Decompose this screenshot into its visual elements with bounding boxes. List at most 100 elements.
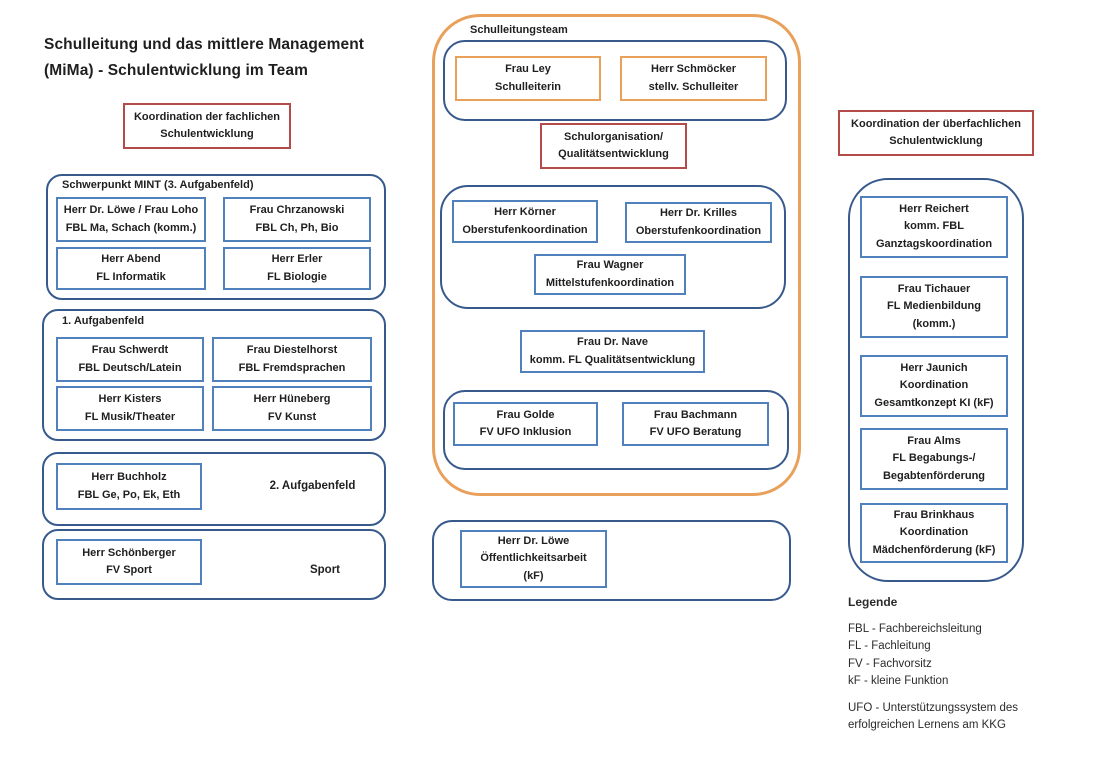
person-name: Herr Buchholz xyxy=(91,471,167,483)
person-box-golde: Frau Golde FV UFO Inklusion xyxy=(453,402,598,446)
person-role: FL Begabungs-/ xyxy=(892,452,976,465)
legend-title: Legende xyxy=(848,595,898,609)
person-box-bachmann: Frau Bachmann FV UFO Beratung xyxy=(622,402,769,446)
person-name: Herr Dr. Krilles xyxy=(659,207,738,219)
person-name: Herr Körner xyxy=(494,206,556,218)
person-box-alms: Frau Alms FL Begabungs-/ Begabtenförderu… xyxy=(860,428,1008,490)
person-box-koerner: Herr Körner Oberstufenkoordination xyxy=(452,200,598,243)
person-name: Herr Hüneberg xyxy=(253,393,331,405)
legend-ufo-line2: erfolgreichen Lernens am KKG xyxy=(848,719,1006,731)
person-box-reichert: Herr Reichert komm. FBL Ganztagskoordina… xyxy=(860,196,1008,258)
person-box-chrzanowski: Frau Chrzanowski FBL Ch, Ph, Bio xyxy=(223,197,371,242)
mint-title: Schwerpunkt MINT (3. Aufgabenfeld) xyxy=(62,179,254,191)
person-role: FBL Deutsch/Latein xyxy=(78,361,182,374)
person-role: FV UFO Inklusion xyxy=(479,426,572,438)
person-role: FBL Ma, Schach (komm.) xyxy=(65,221,197,234)
person-role-detail: Gesamtkonzept KI (kF) xyxy=(874,396,994,409)
person-role: Koordination xyxy=(899,379,969,392)
person-role: Koordination xyxy=(899,526,969,539)
person-role: FL Medienbildung xyxy=(887,300,981,313)
legend-item-fl: FL - Fachleitung xyxy=(848,640,931,652)
person-name: Frau Alms xyxy=(907,434,961,447)
person-role: FV Kunst xyxy=(267,410,317,423)
person-role: Oberstufenkoordination xyxy=(635,224,762,237)
person-role: FL Informatik xyxy=(96,270,166,283)
person-role-detail: Mädchenförderung (kF) xyxy=(872,543,996,556)
left-header-line1: Koordination der fachlichen xyxy=(133,110,281,123)
person-role: FBL Ge, Po, Ek, Eth xyxy=(77,488,181,501)
schulleitungsteam-label: Schulleitungsteam xyxy=(470,24,568,36)
person-role: FBL Fremdsprachen xyxy=(238,361,346,374)
person-name: Frau Brinkhaus xyxy=(893,508,975,521)
person-name: Herr Kisters xyxy=(98,393,162,405)
person-box-schwerdt: Frau Schwerdt FBL Deutsch/Latein xyxy=(56,337,204,382)
person-role: komm. FL Qualitätsentwicklung xyxy=(529,353,696,366)
page-title-line2: (MiMa) - Schulentwicklung im Team xyxy=(44,62,308,79)
right-column-header: Koordination der überfachlichen Schulent… xyxy=(838,110,1034,156)
person-name: Herr Dr. Löwe / Frau Loho xyxy=(63,204,199,216)
person-role: Öffentlichkeitsarbeit xyxy=(480,552,587,565)
person-role: Oberstufenkoordination xyxy=(462,223,588,236)
person-role: Schulleiterin xyxy=(494,80,562,93)
person-role: stellv. Schulleiter xyxy=(648,80,739,93)
person-box-jaunich: Herr Jaunich Koordination Gesamtkonzept … xyxy=(860,355,1008,417)
person-name: Frau Ley xyxy=(505,63,551,75)
person-box-abend: Herr Abend FL Informatik xyxy=(56,247,206,290)
legend-item-fv: FV - Fachvorsitz xyxy=(848,657,932,670)
person-box-diestelhorst: Frau Diestelhorst FBL Fremdsprachen xyxy=(212,337,372,382)
person-name: Herr Dr. Löwe xyxy=(497,534,570,547)
person-box-erler: Herr Erler FL Biologie xyxy=(223,247,371,290)
person-box-loewe-loho: Herr Dr. Löwe / Frau Loho FBL Ma, Schach… xyxy=(56,197,206,242)
person-box-krilles: Herr Dr. Krilles Oberstufenkoordination xyxy=(625,202,772,243)
person-box-tichauer: Frau Tichauer FL Medienbildung (komm.) xyxy=(860,276,1008,338)
person-name: Herr Erler xyxy=(271,253,323,265)
sport-label: Sport xyxy=(309,564,341,576)
center-header-line2: Qualitätsentwicklung xyxy=(558,148,669,160)
person-name: Frau Golde xyxy=(496,408,555,421)
person-role-detail: (komm.) xyxy=(912,317,956,330)
legend-item-kf: kF - kleine Funktion xyxy=(848,675,949,687)
legend-gap xyxy=(848,691,1078,700)
page-title-line1: Schulleitung und das mittlere Management xyxy=(44,36,365,53)
right-header-line2: Schulentwicklung xyxy=(889,135,983,147)
center-column-header: Schulorganisation/ Qualitätsentwicklung xyxy=(540,123,687,169)
person-role: komm. FBL xyxy=(904,220,964,233)
person-name: Frau Schwerdt xyxy=(91,344,169,356)
person-name: Frau Tichauer xyxy=(897,282,971,295)
person-box-loewe-public: Herr Dr. Löwe Öffentlichkeitsarbeit (kF) xyxy=(460,530,607,588)
person-role: FBL Ch, Ph, Bio xyxy=(255,221,339,234)
left-column-header: Koordination der fachlichen Schulentwick… xyxy=(123,103,291,149)
person-role: Mittelstufenkoordination xyxy=(545,276,675,289)
right-header-line1: Koordination der überfachlichen xyxy=(851,117,1021,130)
person-box-brinkhaus: Frau Brinkhaus Koordination Mädchenförde… xyxy=(860,503,1008,563)
person-role-suffix: (kF) xyxy=(523,569,544,582)
person-box-schoenberger: Herr Schönberger FV Sport xyxy=(56,539,202,585)
person-box-nave: Frau Dr. Nave komm. FL Qualitätsentwickl… xyxy=(520,330,705,373)
person-name: Frau Bachmann xyxy=(653,408,738,421)
person-name: Frau Chrzanowski xyxy=(249,204,345,216)
person-role: FV UFO Beratung xyxy=(649,426,742,438)
person-role: FV Sport xyxy=(106,564,152,576)
person-name: Herr Abend xyxy=(101,253,161,265)
person-box-kisters: Herr Kisters FL Musik/Theater xyxy=(56,386,204,431)
person-box-wagner: Frau Wagner Mittelstufenkoordination xyxy=(534,254,686,295)
person-name: Frau Dr. Nave xyxy=(577,336,648,348)
center-header-line1: Schulorganisation/ xyxy=(563,130,663,143)
aufgabenfeld2-label: 2. Aufgabenfeld xyxy=(269,480,356,492)
legend-item-fbl: FBL - Fachbereichsleitung xyxy=(848,622,982,635)
person-name: Herr Schönberger xyxy=(82,546,176,559)
person-box-ley: Frau Ley Schulleiterin xyxy=(455,56,601,101)
person-box-schmoecker: Herr Schmöcker stellv. Schulleiter xyxy=(620,56,767,101)
left-header-line2: Schulentwicklung xyxy=(160,128,254,140)
legend-ufo-line1: UFO - Unterstützungssystem des xyxy=(848,701,1018,714)
person-name: Herr Schmöcker xyxy=(651,63,736,75)
person-role: FL Biologie xyxy=(267,270,327,283)
person-name: Frau Diestelhorst xyxy=(246,344,338,356)
person-role-detail: Begabtenförderung xyxy=(882,469,986,482)
person-name: Frau Wagner xyxy=(576,259,644,271)
legend: Legende FBL - Fachbereichsleitung FL - F… xyxy=(848,594,1078,735)
aufgabenfeld1-title: 1. Aufgabenfeld xyxy=(62,315,145,327)
page-title: Schulleitung und das mittlere Management… xyxy=(44,32,424,84)
person-role-detail: Ganztagskoordination xyxy=(875,237,993,250)
